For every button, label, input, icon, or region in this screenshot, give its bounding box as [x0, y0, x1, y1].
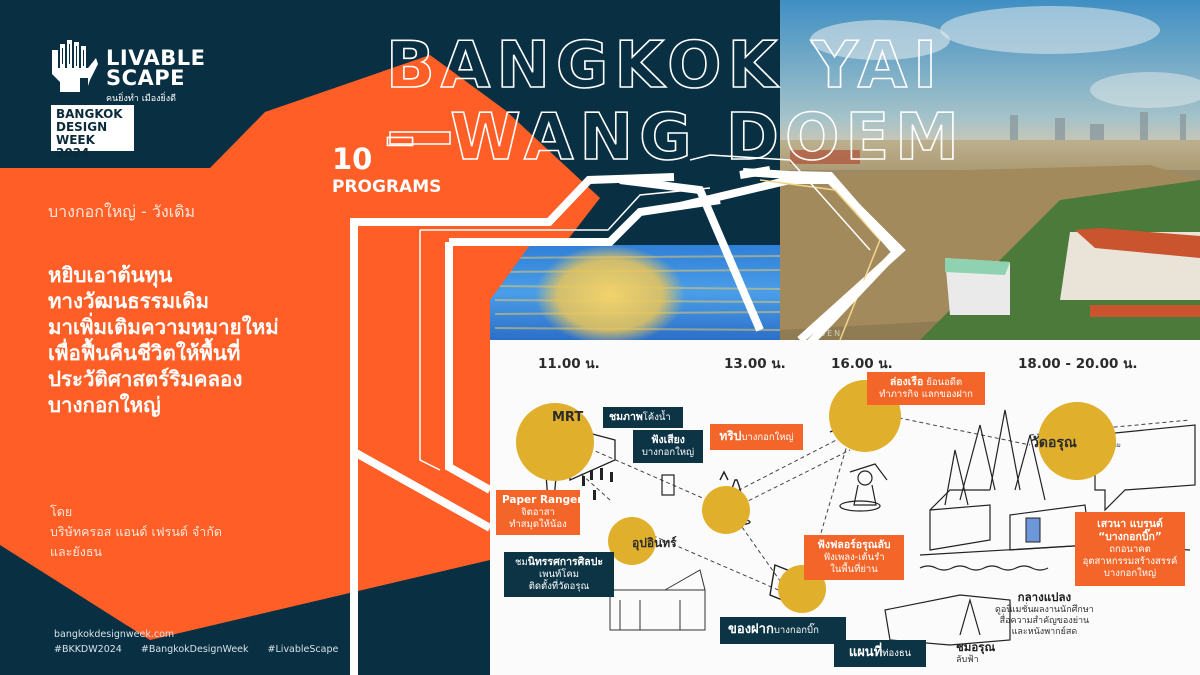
- tag-bold: ล่องเรือ: [889, 376, 924, 388]
- title-line-2: – WANG DOEM: [383, 101, 965, 175]
- programs-label: PROGRAMS: [332, 177, 442, 197]
- tag-longruea[interactable]: ล่องเรือ ย้อนอดีต ทำภารกิจ แลกของฝาก: [867, 372, 985, 405]
- note-text: ดูอนิเมชั่นผลงานนักศึกษา: [995, 605, 1094, 615]
- headline: หยิบเอาต้นทุน ทางวัฒนธรรมเดิม มาเพิ่มเติ…: [48, 262, 348, 418]
- by-label: โดย: [50, 504, 73, 519]
- time-18-20: 18.00 - 20.00 น.: [1018, 356, 1138, 372]
- note-klangplaeng: กลางแปลง ดูอนิเมชั่นผลงานนักศึกษา สื่อคว…: [995, 590, 1094, 638]
- headline-line: บางกอกใหญ่: [48, 393, 161, 417]
- event-line-2: DESIGN: [56, 120, 108, 134]
- website-link[interactable]: bangkokdesignweek.com: [54, 629, 175, 640]
- headline-line: เพื่อฟื้นคืนชีวิตให้พื้นที่: [48, 341, 241, 365]
- tag-text: บางกอกใหญ่: [641, 447, 695, 458]
- tag-bold: เสวนา แบรนด์: [1097, 518, 1163, 530]
- logo-tagline: คนยิ่งทำ เมืองยิ่งดี: [106, 94, 177, 104]
- tag-bold: แผนที่: [848, 645, 883, 660]
- big-title: BANGKOK YAI – WANG DOEM: [383, 29, 965, 175]
- tag-map[interactable]: แผนที่ท่องธน: [834, 640, 926, 667]
- event-line-3: WEEK 2024: [56, 133, 95, 160]
- svg-text:ENSEN: ENSEN: [805, 329, 842, 338]
- note-title: ชมอรุณ: [956, 640, 996, 654]
- tag-text: บางกอกใหญ่: [1103, 568, 1157, 579]
- organizer-credit: โดย บริษัทครอส แอนด์ เฟรนด์ จำกัด และยัง…: [50, 502, 222, 562]
- tag-souvenir[interactable]: ของฝากบางกอกบิ๊ก: [720, 617, 846, 644]
- note-text: ลับฟ้า: [956, 655, 979, 665]
- tag-bold: นิทรรศการศิลปะ: [527, 556, 604, 568]
- tag-bold: Paper Ranger: [502, 494, 583, 506]
- tag-exhibition[interactable]: ชมนิทรรศการศิลปะ เพนท์โคม ติดตั้งที่วัดอ…: [504, 552, 614, 597]
- tag-chomphap[interactable]: ชมภาพโค้งน้ำ: [603, 407, 683, 428]
- tag-folk-floor[interactable]: ฟังฟลอร์อรุณลับ ฟังเพลง-เต้นรำ ในพื้นที่…: [804, 535, 904, 580]
- tag-bold: ชมภาพ: [609, 411, 643, 423]
- location-mrt: MRT: [552, 410, 584, 425]
- tag-paper-ranger[interactable]: Paper Ranger จิตอาสา ทำสมุดให้น้อง: [496, 490, 583, 535]
- programs-count: 10: [332, 142, 373, 176]
- district-subtitle: บางกอกใหญ่ - วังเดิม: [48, 202, 196, 221]
- note-text: และหนังพากย์สด: [1011, 627, 1078, 637]
- tag-text: ทำสมุดให้น้อง: [509, 519, 567, 530]
- hashtag: #BKKDW2024: [54, 644, 122, 655]
- location-circle-upain: [608, 517, 656, 565]
- tag-text: บางกอกใหญ่: [741, 432, 794, 443]
- tag-bold: ฟังฟลอร์อรุณลับ: [817, 539, 891, 551]
- tag-bold: ทริป: [719, 429, 742, 443]
- headline-line: ทางวัฒนธรรมเดิม: [48, 289, 209, 313]
- note-title: กลางแปลง: [1017, 590, 1072, 604]
- tag-bold: “บางกอกบิ๊ก”: [1098, 531, 1162, 543]
- hashtags: #BKKDW2024 #BangkokDesignWeek #LivableSc…: [54, 642, 354, 657]
- headline-line: มาเพิ่มเติมความหมายใหม่: [48, 315, 279, 339]
- schedule-illustration: ศิลโคม 11.00 น. 13.00 น. 16.00 น. 18.00 …: [490, 340, 1200, 675]
- logo-line-1: LIVABLE: [106, 46, 206, 70]
- tag-text: ท่องธน: [882, 648, 912, 659]
- location-circle-mrt: [516, 403, 594, 481]
- tag-text: ชม: [514, 557, 528, 568]
- hashtag: #BangkokDesignWeek: [140, 644, 249, 655]
- note-text: สื่อความสำคัญของย่าน: [999, 616, 1090, 626]
- location-circle-trip: [702, 486, 750, 534]
- headline-line: ประวัติศาสตร์ริมคลอง: [48, 367, 243, 391]
- time-13: 13.00 น.: [724, 356, 786, 372]
- logo-line-2: SCAPE: [106, 66, 186, 90]
- title-line-1: BANGKOK YAI: [385, 29, 943, 103]
- tag-text: อุตสาหกรรมสร้างสรรค์: [1082, 556, 1178, 567]
- tag-bold: ฟังเสียง: [651, 434, 685, 446]
- tag-trip[interactable]: ทริปบางกอกใหญ่: [710, 424, 803, 450]
- tag-text: ถกอนาคต: [1109, 544, 1151, 555]
- location-watarun: วัดอรุณ: [1031, 435, 1077, 451]
- tag-talk-brand[interactable]: เสวนา แบรนด์ “บางกอกบิ๊ก” ถกอนาคต อุตสาห…: [1075, 512, 1185, 586]
- tag-text: ย้อนอดีต: [926, 377, 963, 388]
- hand-building-icon: [52, 40, 98, 92]
- tag-text: ทำภารกิจ แลกของฝาก: [879, 389, 973, 400]
- tag-text: บางกอกบิ๊ก: [773, 625, 819, 636]
- location-circle-watarun: [1038, 402, 1116, 480]
- bangkok-design-week-badge: BANGKOK DESIGN WEEK 2024: [51, 105, 134, 160]
- tag-text: จิตอาสา: [521, 507, 555, 518]
- event-line-1: BANGKOK: [56, 107, 123, 121]
- time-11: 11.00 น.: [538, 356, 600, 372]
- location-upain: อุปอินทร์: [632, 536, 677, 550]
- tag-fangsiang[interactable]: ฟังเสียง บางกอกใหญ่: [633, 430, 703, 463]
- tag-text: ฟังเพลง-เต้นรำ: [823, 552, 885, 563]
- tag-bold: ของฝาก: [728, 622, 774, 637]
- footer: bangkokdesignweek.com #BKKDW2024 #Bangko…: [54, 627, 354, 657]
- organizer-2: และยังธน: [50, 544, 103, 559]
- tag-text: ในพื้นที่ย่าน: [830, 564, 878, 575]
- time-16: 16.00 น.: [831, 356, 893, 372]
- logo-wordmark: LIVABLE SCAPE: [106, 46, 206, 90]
- organizer-1: บริษัทครอส แอนด์ เฟรนด์ จำกัด: [50, 524, 223, 539]
- tag-text: ติดตั้งที่วัดอรุณ: [528, 581, 590, 592]
- tag-text: โค้งน้ำ: [642, 412, 671, 423]
- headline-line: หยิบเอาต้นทุน: [48, 263, 173, 287]
- hashtag: #LivableScape: [267, 644, 339, 655]
- note-chomarun: ชมอรุณ ลับฟ้า: [956, 640, 996, 666]
- tag-text: เพนท์โคม: [539, 569, 579, 580]
